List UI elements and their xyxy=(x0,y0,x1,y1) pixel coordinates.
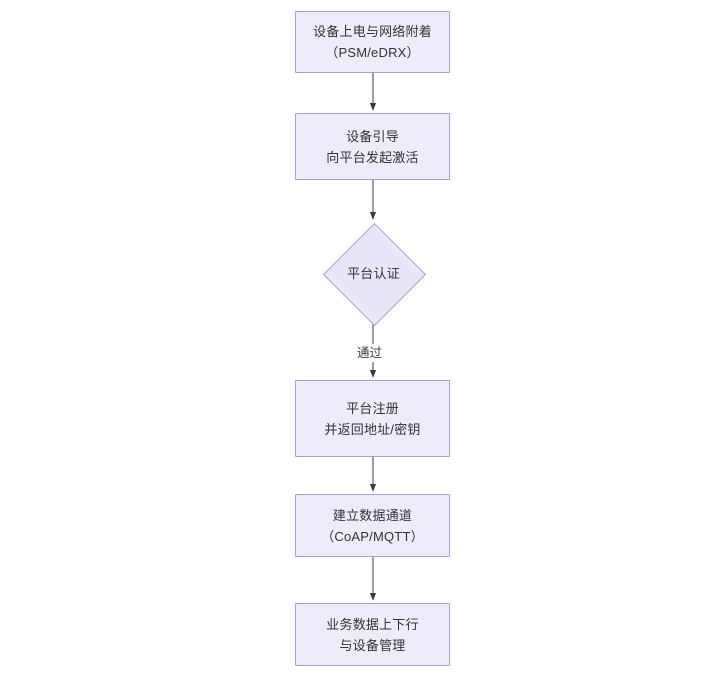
flow-node-label: 设备上电与网络附着（PSM/eDRX） xyxy=(313,24,432,60)
flow-node-label: 业务数据上下行与设备管理 xyxy=(326,616,419,653)
flow-node-platform-authentication[interactable]: 平台认证 xyxy=(322,222,427,327)
flow-node-label: 建立数据通道（CoAP/MQTT） xyxy=(321,507,424,544)
flow-node-device-power-on[interactable]: 设备上电与网络附着（PSM/eDRX） xyxy=(295,11,450,73)
flow-node-data-channel[interactable]: 建立数据通道（CoAP/MQTT） xyxy=(295,494,450,557)
flow-node-device-bootstrap[interactable]: 设备引导向平台发起激活 xyxy=(295,113,450,180)
flow-node-platform-registration[interactable]: 平台注册并返回地址/密钥 xyxy=(295,380,450,457)
flow-node-label: 设备引导向平台发起激活 xyxy=(326,128,419,165)
flow-node-business-data[interactable]: 业务数据上下行与设备管理 xyxy=(295,603,450,666)
flow-node-label: 平台认证 xyxy=(347,266,400,281)
flow-node-label: 平台注册并返回地址/密钥 xyxy=(324,400,421,437)
edge-label-pass: 通过 xyxy=(355,344,385,362)
